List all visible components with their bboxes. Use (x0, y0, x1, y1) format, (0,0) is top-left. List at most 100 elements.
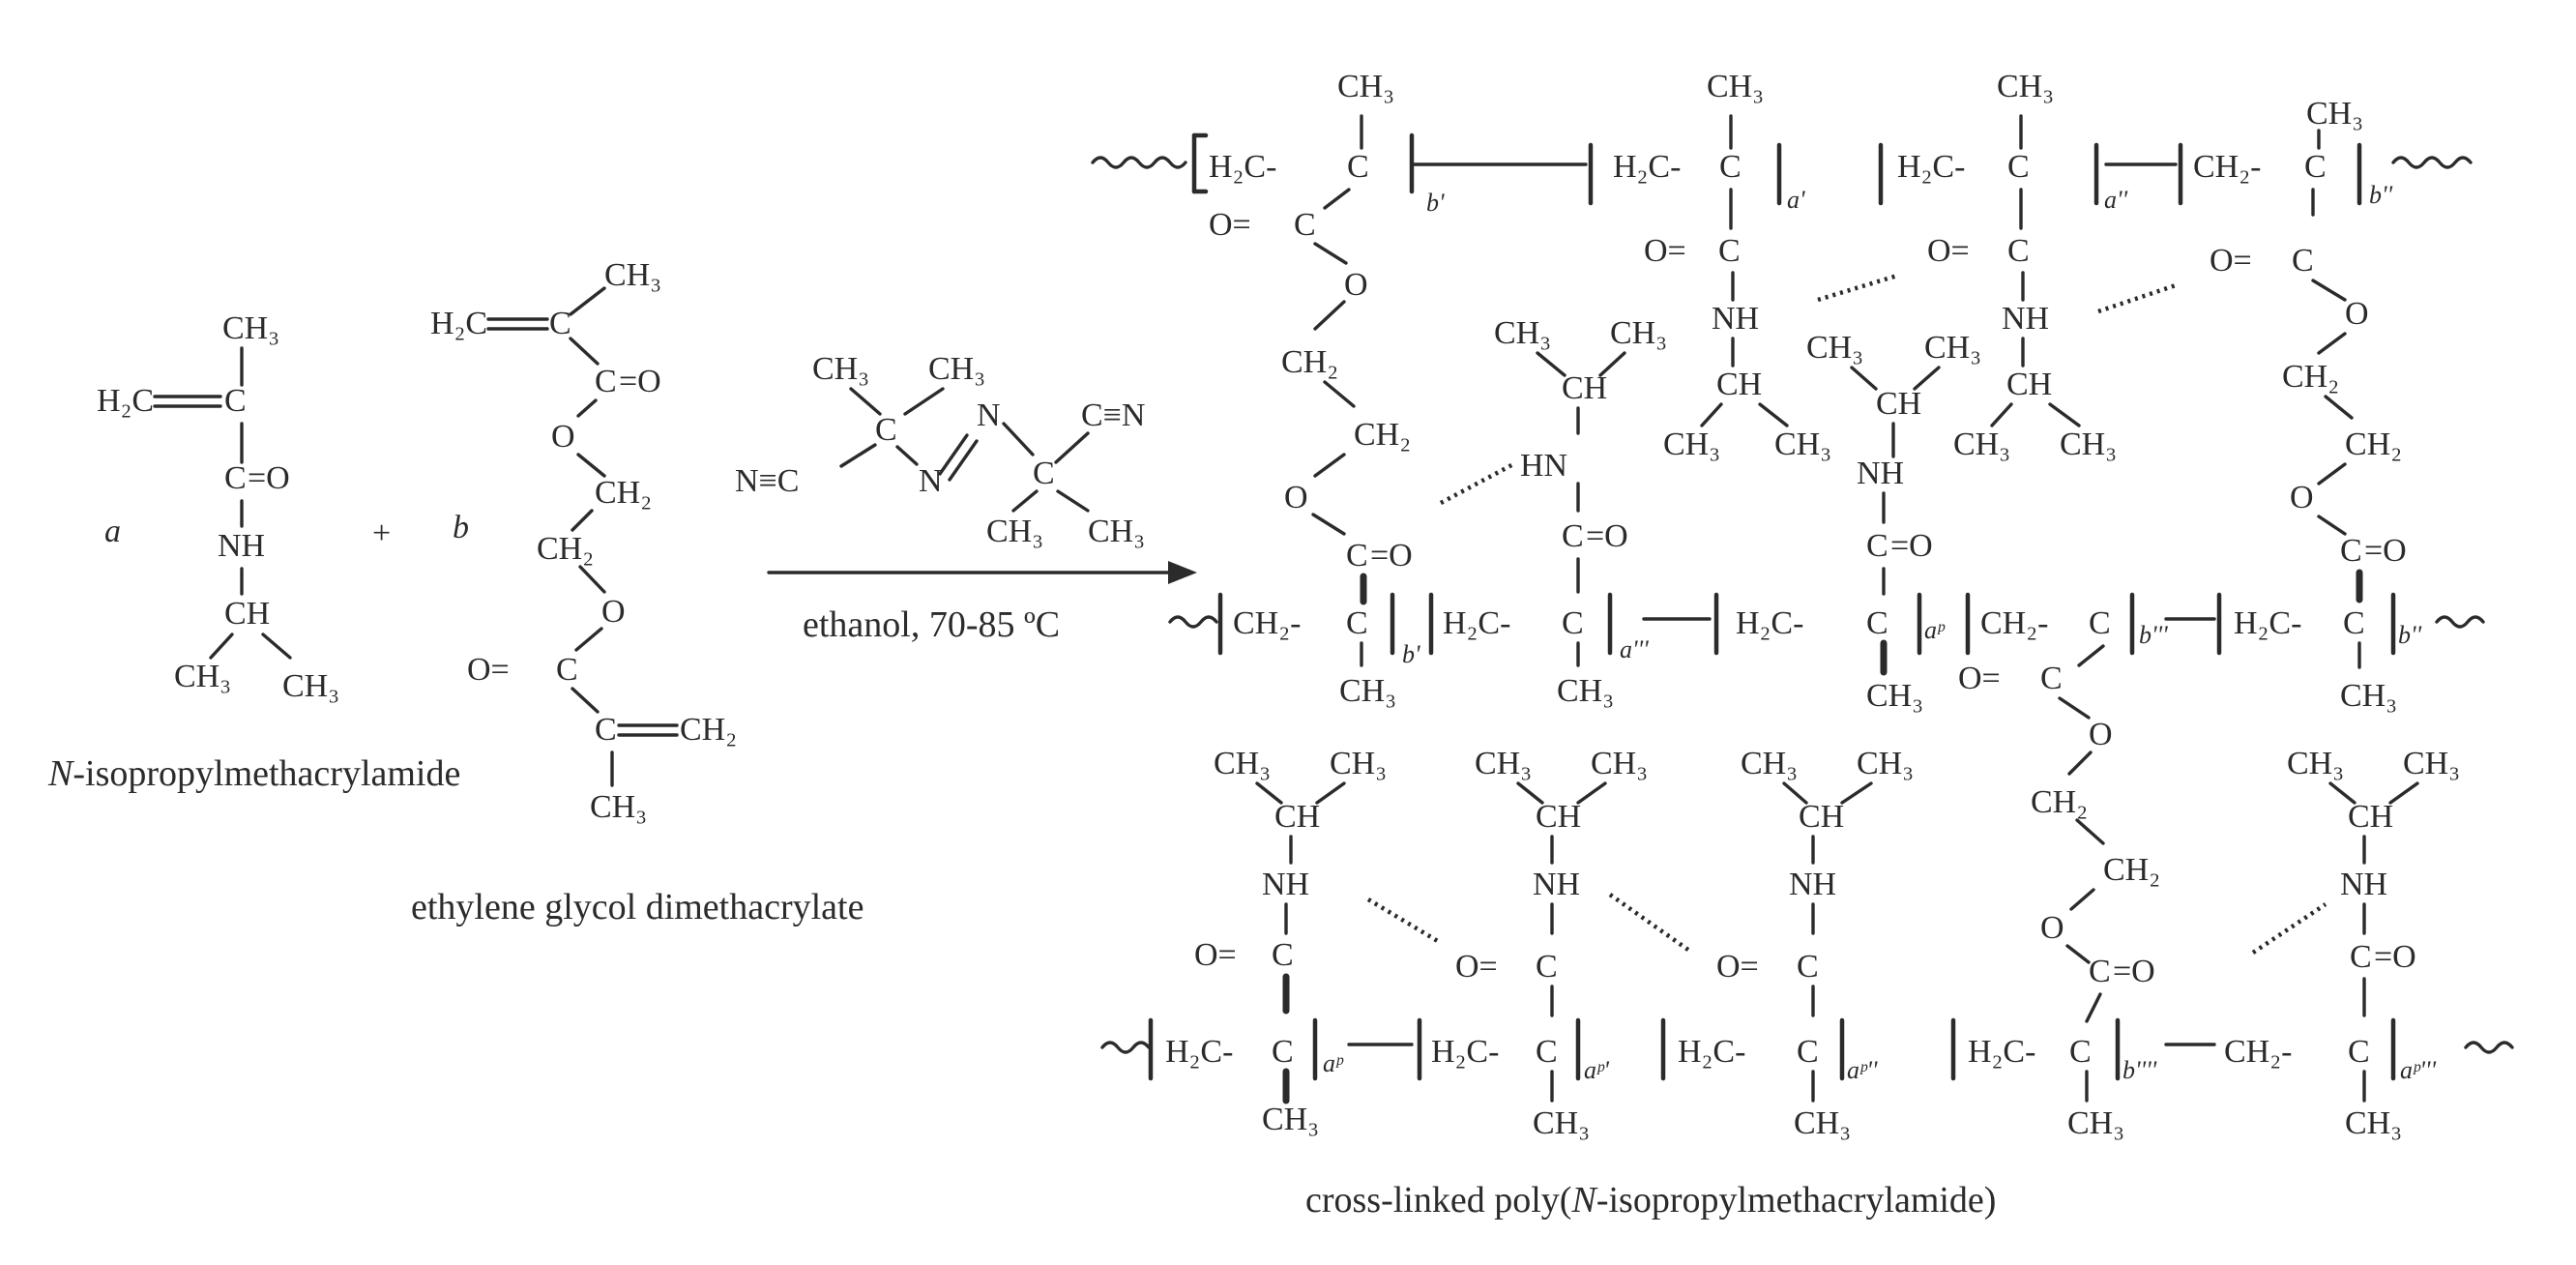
svg-text:=O: =O (619, 364, 661, 399)
svg-text:CH₃: CH₃ (1953, 427, 2010, 462)
svg-text:H₂C: H₂C (430, 306, 487, 341)
svg-text:b'''': b'''' (2122, 1056, 2157, 1084)
svg-text:O=: O= (1644, 233, 1686, 269)
svg-text:aᵖ'': aᵖ'' (1847, 1056, 1878, 1084)
svg-text:C: C (1033, 456, 1055, 491)
svg-text:CH₂: CH₂ (2345, 427, 2402, 462)
svg-text:CH₃: CH₃ (2345, 1105, 2402, 1141)
svg-text:CH: CH (2348, 799, 2393, 835)
hydrogen-bond (2097, 282, 2177, 314)
crosslinker-egdma: b CH₃ H₂C C C =O O CH₂ CH₂ O O= C C CH₂ … (411, 257, 864, 927)
bond (839, 443, 877, 468)
svg-text:O=: O= (1958, 661, 2001, 696)
bond (1056, 489, 1090, 513)
svg-text:CH₃: CH₃ (282, 668, 339, 704)
svg-text:a'': a'' (2104, 186, 2128, 214)
svg-text:CH₃: CH₃ (2340, 678, 2397, 714)
svg-text:CH₂-: CH₂- (1233, 605, 1301, 641)
svg-text:CH: CH (224, 596, 270, 632)
hydrogen-bond (1608, 893, 1694, 955)
svg-text:NH: NH (1533, 867, 1580, 902)
svg-text:CH: CH (1562, 370, 1607, 406)
svg-text:CH: CH (1716, 367, 1762, 402)
bond (209, 632, 234, 660)
svg-text:C: C (2089, 954, 2111, 989)
bond (576, 398, 598, 418)
svg-text:H₂C-: H₂C- (2234, 605, 2301, 641)
svg-text:CH₂: CH₂ (680, 712, 737, 748)
bottom-chain: H₂C- C CH₃ aᵖ H₂C- C CH₃ aᵖ' H₂C- C CH₃ … (1100, 1017, 2514, 1141)
top-amide-2: O= C NH CH CH₃ CH₃ (1927, 188, 2177, 462)
svg-text:CH₃: CH₃ (1866, 678, 1923, 714)
svg-text:C: C (595, 712, 617, 748)
monomer-name: N-isopropylmethacrylamide (47, 753, 460, 794)
svg-text:O: O (2290, 480, 2314, 515)
svg-text:C: C (1797, 949, 1819, 985)
svg-text:C: C (1272, 937, 1294, 973)
svg-text:CH₂: CH₂ (537, 531, 594, 567)
svg-text:C: C (1294, 207, 1316, 243)
bottom-amide-4: CH₃ CH₃ CH NH C =O (2251, 746, 2460, 1017)
svg-text:O=: O= (1927, 233, 1970, 269)
bottom-amide-3: CH₃ CH₃ CH NH O= C (1716, 746, 1914, 1017)
svg-text:H₂C-: H₂C- (1431, 1034, 1499, 1070)
svg-text:CH₃: CH₃ (590, 789, 647, 825)
svg-text:C: C (1866, 528, 1888, 564)
svg-text:b''': b''' (2139, 621, 2168, 649)
svg-text:CH₃: CH₃ (1741, 746, 1798, 781)
svg-text:NH: NH (1712, 301, 1759, 337)
svg-text:N: N (919, 463, 943, 499)
svg-text:CH: CH (1799, 799, 1844, 835)
monomer-nipmaam: CH₃ H₂C C C =O NH CH CH₃ CH₃ a N-isoprop… (47, 310, 460, 794)
svg-text:b': b' (1402, 640, 1420, 668)
svg-text:O=: O= (1194, 937, 1237, 973)
svg-text:CH: CH (1876, 386, 1921, 422)
svg-text:CH₂-: CH₂- (2224, 1034, 2292, 1070)
svg-text:H₂C-: H₂C- (1968, 1034, 2035, 1070)
bond (1002, 422, 1035, 456)
svg-text:CH₃: CH₃ (1557, 673, 1614, 709)
crosslink-left: O= C O CH₂ CH₂ O C =O (1209, 188, 1413, 605)
svg-text:CH₃: CH₃ (1088, 514, 1145, 549)
svg-text:O: O (2040, 910, 2064, 946)
svg-text:NH: NH (1789, 867, 1836, 902)
svg-text:a''': a''' (1620, 635, 1649, 663)
svg-text:aᵖ''': aᵖ''' (2400, 1056, 2436, 1084)
svg-text:O: O (2089, 717, 2113, 752)
svg-text:=O: =O (1370, 538, 1413, 574)
svg-text:O: O (551, 419, 575, 455)
svg-text:CH₃: CH₃ (1214, 746, 1271, 781)
svg-text:=O: =O (1890, 528, 1933, 564)
svg-text:b': b' (1426, 189, 1445, 217)
bond (903, 387, 945, 416)
svg-text:CH: CH (1274, 799, 1320, 835)
svg-text:b: b (453, 510, 469, 545)
bond (571, 687, 600, 714)
svg-text:C: C (1719, 149, 1742, 185)
svg-text:aᵖ: aᵖ (1924, 616, 1946, 644)
hydrogen-bond (2251, 902, 2327, 955)
svg-text:C: C (2340, 533, 2362, 569)
svg-text:NH: NH (2340, 867, 2387, 902)
svg-text:C: C (549, 306, 571, 341)
svg-text:=O: =O (1586, 518, 1628, 554)
bond (574, 627, 603, 652)
bond (849, 387, 882, 416)
svg-text:O=: O= (2210, 243, 2252, 279)
svg-text:CH₂: CH₂ (595, 475, 652, 511)
svg-text:C: C (2069, 1034, 2092, 1070)
svg-text:H₂C-: H₂C- (1897, 149, 1965, 185)
svg-text:O: O (2345, 296, 2369, 332)
svg-text:CH₃: CH₃ (1924, 330, 1981, 366)
hydrogen-bond (1366, 897, 1443, 945)
svg-text:N≡C: N≡C (735, 463, 799, 499)
svg-text:H₂C: H₂C (97, 383, 154, 419)
top-amide-1: O= C NH CH CH₃ CH₃ (1644, 188, 1898, 462)
crosslinker-name: ethylene glycol dimethacrylate (411, 887, 864, 927)
svg-text:CH: CH (1536, 799, 1581, 835)
product-name: cross-linked poly(N-isopropylmethacrylam… (1305, 1180, 1996, 1221)
arrowhead-icon (1168, 561, 1197, 584)
svg-text:CH: CH (2006, 367, 2052, 402)
svg-text:CH₃: CH₃ (174, 659, 231, 694)
svg-text:O=: O= (467, 652, 510, 688)
